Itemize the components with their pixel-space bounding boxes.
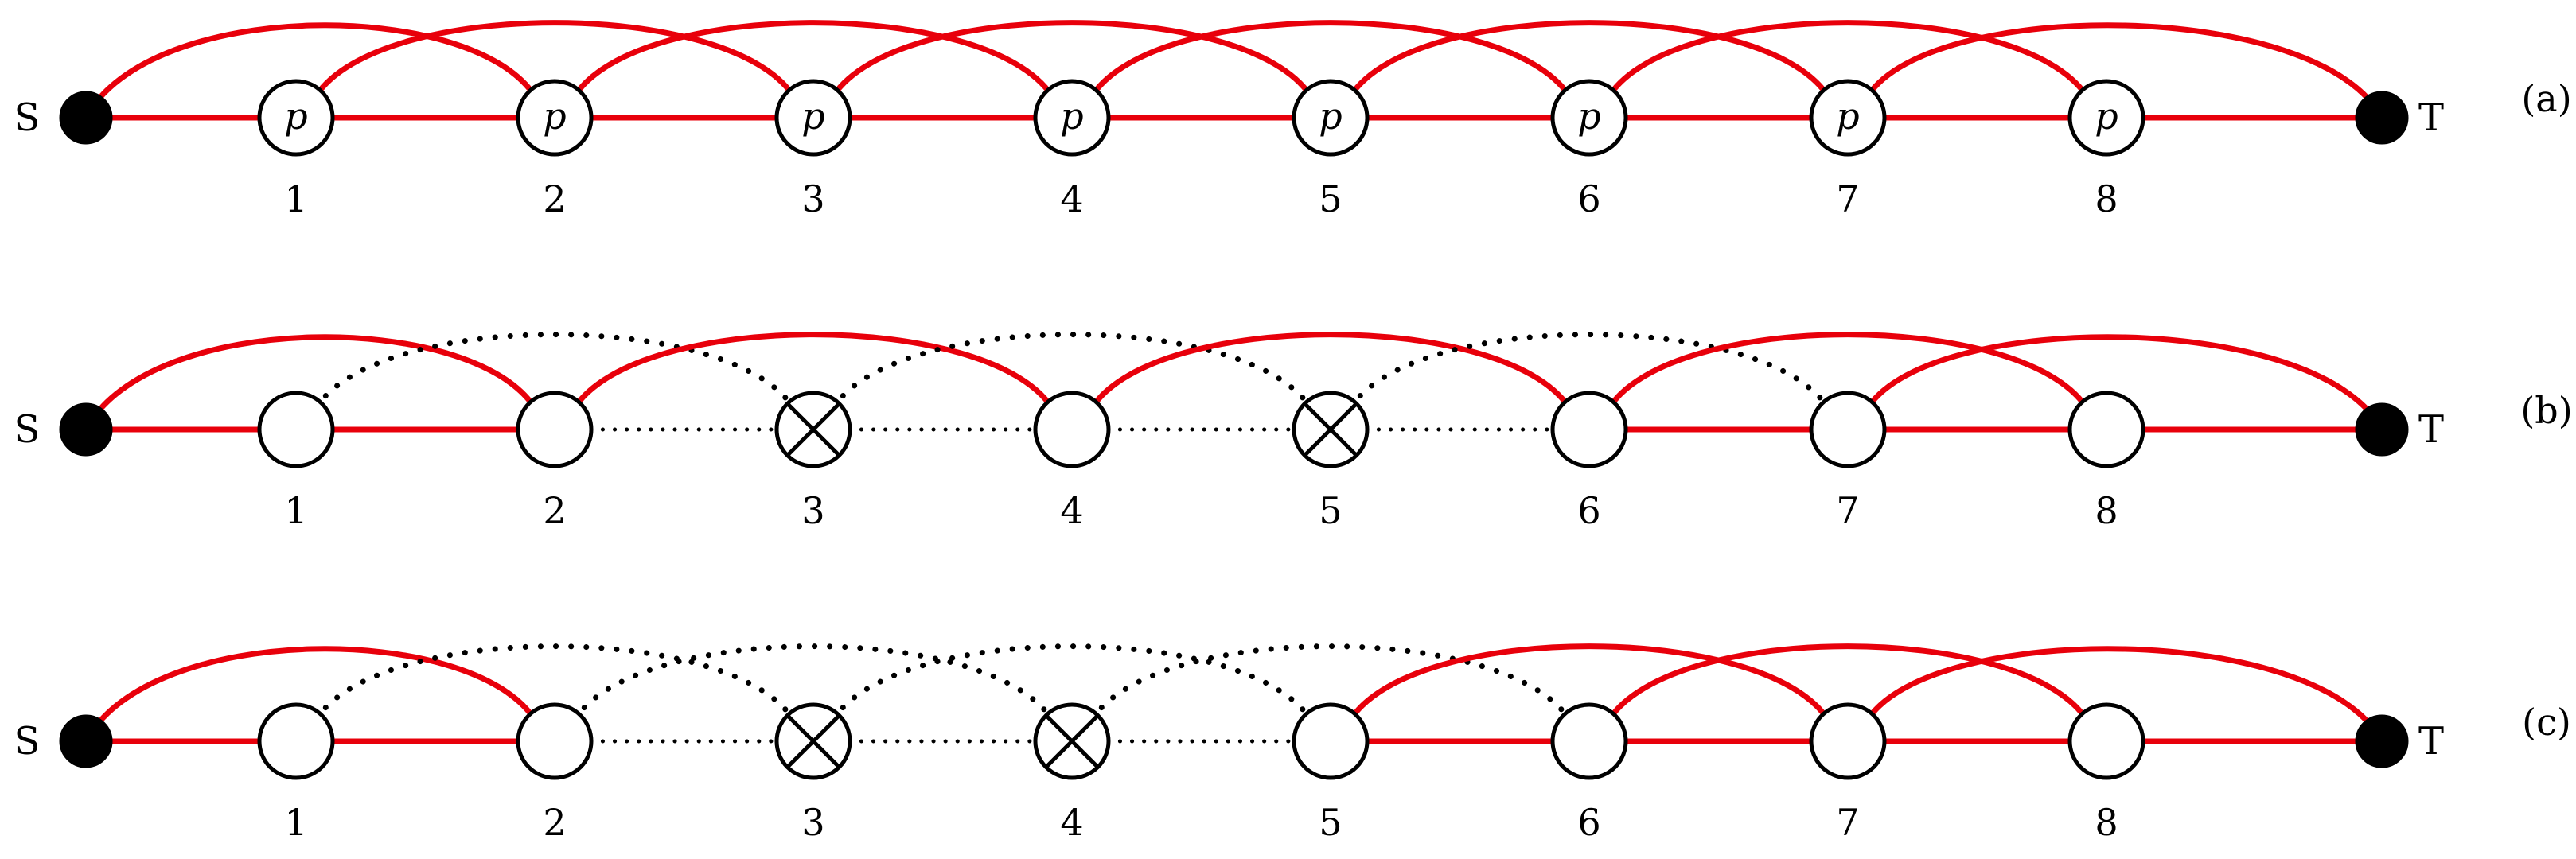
source-label: S [14, 407, 41, 452]
node-probability-label: p [1319, 95, 1342, 138]
arc-active [1089, 20, 1572, 99]
node-index-label: 7 [1836, 489, 1859, 532]
node-index-label: 5 [1319, 177, 1342, 220]
node-index-label: 5 [1319, 489, 1342, 532]
node-index-label: 6 [1577, 177, 1600, 220]
panel-tag: (b) [2520, 389, 2572, 432]
panel-c: 1 2 3 4 5 6 7 8 S T (c) [14, 643, 2571, 844]
node-index-label: 4 [1060, 489, 1083, 532]
target-label: T [2418, 95, 2444, 140]
node-8 [2067, 702, 2145, 780]
arc-inactive [313, 643, 797, 722]
arc-active [1606, 332, 2090, 410]
arc-inactive [571, 643, 1055, 722]
node-7 [1809, 79, 1887, 157]
panel-a: p 1 p 2 p 3 p 4 p 5 p 6 p 7 p 8 S T (a) [14, 20, 2572, 220]
arc-active [1865, 646, 2385, 744]
arc-active [1606, 643, 2090, 722]
node-4 [1033, 391, 1111, 468]
node-7 [1809, 702, 1887, 780]
arc-active [1089, 332, 1572, 410]
node-1 [257, 702, 335, 780]
node-index-label: 4 [1060, 801, 1083, 844]
arc-active [83, 646, 538, 744]
arc-active [83, 22, 538, 121]
arc-active [313, 20, 797, 99]
source-node [59, 714, 113, 768]
target-node [2355, 91, 2409, 145]
node-8 [2067, 391, 2145, 468]
arc-inactive [1089, 643, 1572, 722]
node-6 [1550, 702, 1628, 780]
node-index-label: 3 [801, 801, 824, 844]
node-probability-label: p [1836, 95, 1859, 138]
arc-active [1347, 643, 1831, 722]
arc-active [1347, 20, 1831, 99]
target-label: T [2418, 407, 2444, 452]
source-label: S [14, 95, 41, 140]
node-6 [1550, 79, 1628, 157]
node-index-label: 8 [2095, 489, 2118, 532]
arc-active [571, 20, 1055, 99]
panel-tag: (a) [2521, 77, 2571, 120]
node-probability-label: p [2095, 95, 2118, 138]
node-index-label: 1 [284, 801, 307, 844]
node-1 [257, 79, 335, 157]
node-index-label: 8 [2095, 177, 2118, 220]
node-4 [1033, 79, 1111, 157]
node-probability-label: p [1060, 95, 1083, 138]
arc-active [830, 20, 1314, 99]
node-index-label: 6 [1577, 489, 1600, 532]
target-node [2355, 402, 2409, 457]
node-3 [774, 79, 852, 157]
node-probability-label: p [1577, 95, 1600, 138]
node-5 [1292, 79, 1370, 157]
source-node [59, 91, 113, 145]
node-index-label: 2 [543, 489, 566, 532]
node-index-label: 3 [801, 177, 824, 220]
node-2 [516, 702, 594, 780]
arc-active [571, 332, 1055, 410]
arc-inactive [1347, 332, 1831, 410]
node-5 [1292, 702, 1370, 780]
node-index-label: 7 [1836, 177, 1859, 220]
node-index-label: 4 [1060, 177, 1083, 220]
arc-active [1865, 22, 2385, 121]
arc-active [1606, 20, 2090, 99]
node-6 [1550, 391, 1628, 468]
failed-mark [786, 402, 840, 457]
node-index-label: 2 [543, 177, 566, 220]
failed-mark [1045, 714, 1099, 768]
arc-inactive [313, 332, 797, 410]
node-index-label: 2 [543, 801, 566, 844]
node-probability-label: p [284, 95, 307, 138]
panel-b: 1 2 3 4 5 6 7 8 S T (b) [14, 332, 2573, 532]
node-index-label: 5 [1319, 801, 1342, 844]
node-probability-label: p [801, 95, 824, 138]
failed-mark [786, 714, 840, 768]
target-label: T [2418, 719, 2444, 764]
node-index-label: 1 [284, 489, 307, 532]
target-node [2355, 714, 2409, 768]
node-probability-label: p [543, 95, 566, 138]
arc-inactive [830, 332, 1314, 410]
node-7 [1809, 391, 1887, 468]
arc-active [1865, 334, 2385, 433]
node-8 [2067, 79, 2145, 157]
panel-tag: (c) [2522, 701, 2571, 744]
node-index-label: 7 [1836, 801, 1859, 844]
node-2 [516, 391, 594, 468]
source-node [59, 402, 113, 457]
source-label: S [14, 719, 41, 764]
arc-inactive [830, 643, 1314, 722]
node-2 [516, 79, 594, 157]
node-index-label: 6 [1577, 801, 1600, 844]
failed-mark [1304, 402, 1358, 457]
node-index-label: 1 [284, 177, 307, 220]
node-index-label: 8 [2095, 801, 2118, 844]
node-index-label: 3 [801, 489, 824, 532]
arc-active [83, 334, 538, 433]
node-1 [257, 391, 335, 468]
